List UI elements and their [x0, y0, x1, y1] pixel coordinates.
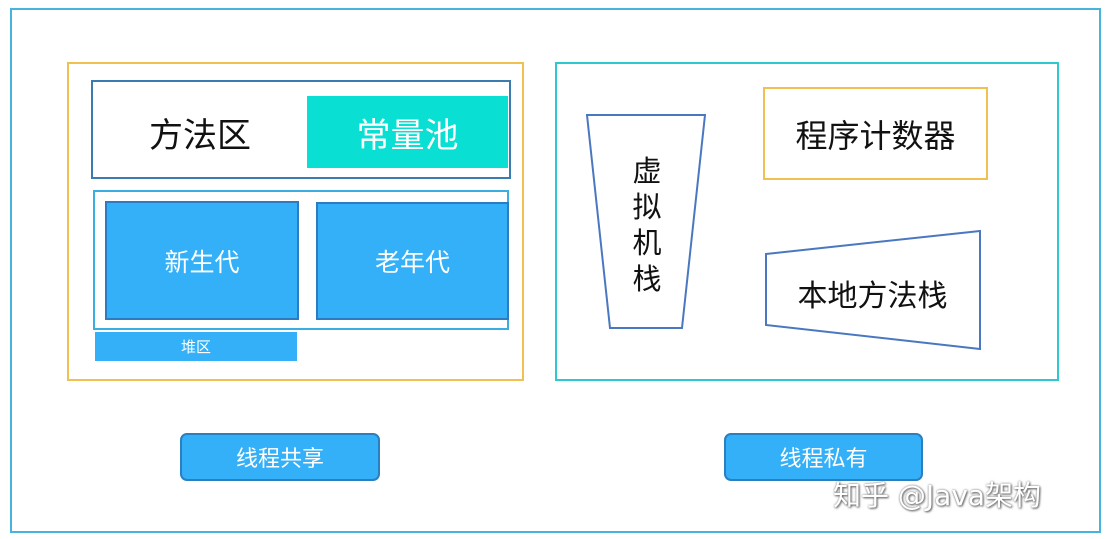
vm-stack-char: 栈	[632, 262, 662, 296]
program-counter-box: 程序计数器	[763, 87, 988, 180]
thread-private-label: 线程私有	[724, 433, 923, 481]
native-method-stack-label: 本地方法栈	[797, 278, 948, 314]
vm-stack-char: 拟	[632, 190, 662, 224]
thread-shared-label: 线程共享	[180, 433, 380, 481]
thread-shared-region	[67, 62, 524, 381]
native-method-stack-shape	[765, 229, 981, 351]
old-generation-block: 老年代	[316, 202, 509, 320]
diagram-frame	[10, 8, 1101, 533]
method-area-label: 方法区	[149, 115, 251, 156]
method-area-box	[91, 80, 511, 179]
watermark: 知乎 @Java架构	[833, 479, 1042, 512]
vm-stack-char: 机	[632, 226, 662, 260]
vm-stack-label: 虚 拟 机 栈	[620, 150, 674, 300]
vm-stack-shape	[585, 114, 707, 329]
young-generation-block: 新生代	[105, 201, 299, 320]
vm-stack-char: 虚	[632, 154, 662, 188]
constant-pool-block: 常量池	[307, 96, 508, 168]
heap-label: 堆区	[95, 332, 297, 361]
thread-private-region	[555, 62, 1059, 381]
